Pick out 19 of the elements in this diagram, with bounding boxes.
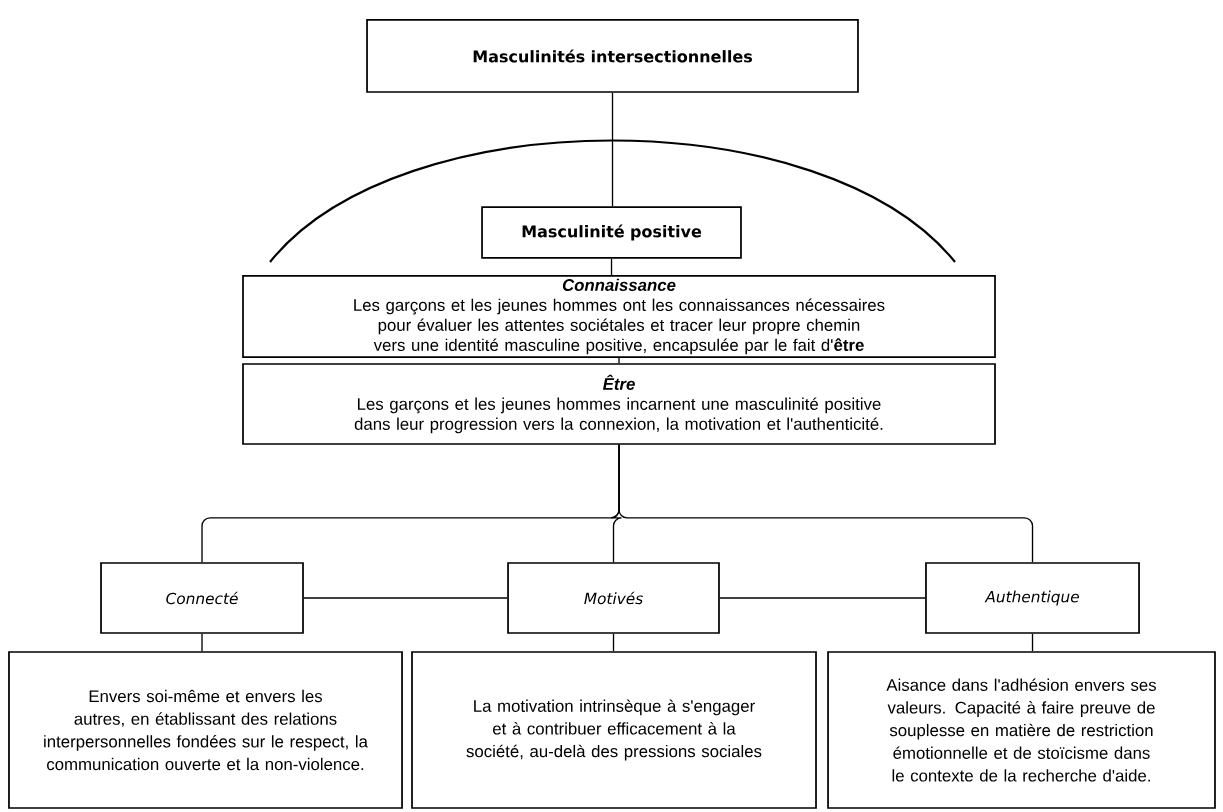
description-box: Envers soi-même et envers les autres, en établissant des relations interpersonnelles fondées sur le respect, la communication ouverte et la non-violence. <box>8 651 403 809</box>
category-box: Authentique <box>925 562 1140 634</box>
connector-line <box>201 633 203 652</box>
title-box: Masculinités intersectionnelles <box>366 19 859 93</box>
connector-line <box>611 92 614 207</box>
heading-box: Masculinité positive <box>481 206 742 259</box>
connector-line <box>610 258 613 276</box>
bracket-line <box>618 444 1034 563</box>
text-box: Être Les garçons et les jeunes hommes incarnent une masculinité positive dans leur progression vers la connexion, la motivation et l'authenticité. <box>242 363 996 445</box>
description-box: Aisance dans l'adhésion envers ses valeurs. Capacité à faire preuve de souplesse en matière de restriction émotionnelle et de stoïcisme dans le contexte de la recherche d'aide. <box>827 651 1216 809</box>
description-box: La motivation intrinsèque à s'engager et à contribuer efficacement à la société, au-delà des pressions sociales <box>411 651 817 809</box>
connector-line <box>1031 633 1034 652</box>
connector-line <box>719 597 926 599</box>
connector-line <box>618 357 620 364</box>
category-box: Motivés <box>507 562 720 634</box>
category-box: Connecté <box>100 562 304 634</box>
connector-line <box>303 597 508 599</box>
connector-line <box>612 633 615 652</box>
text-box: Connaissance Les garçons et les jeunes hommes ont les connaissances nécessaires pour évaluer les attentes sociétales et tracer leur propre chemin vers une identité masculine positive, encapsulée par le fait d'être <box>242 275 996 358</box>
